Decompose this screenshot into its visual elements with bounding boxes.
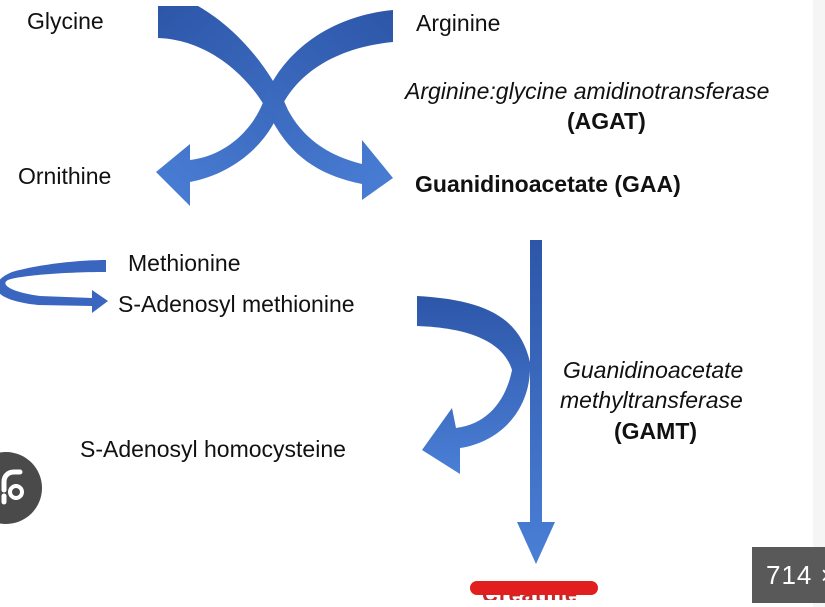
- lens-search-icon: [1, 469, 24, 505]
- redaction-bar: [470, 581, 598, 595]
- label-ornithine: Ornithine: [18, 163, 112, 189]
- label-methionine: Methionine: [128, 250, 241, 276]
- image-size-badge[interactable]: 714 ×: [752, 547, 825, 603]
- label-agat-abbr: (AGAT): [567, 108, 646, 134]
- image-size-text: 714 ×: [766, 560, 825, 590]
- label-agat-name: Arginine:glycine amidinotransferase: [405, 78, 770, 104]
- label-gamt-name-line1: Guanidinoacetate: [563, 357, 744, 383]
- redaction-scribble: Creatine: [470, 578, 598, 600]
- arrow-gaa-to-creatine: [517, 240, 555, 564]
- label-gaa: Guanidinoacetate (GAA): [415, 171, 681, 197]
- label-s-adenosyl-homocysteine: S-Adenosyl homocysteine: [80, 436, 346, 462]
- label-s-adenosyl-methionine: S-Adenosyl methionine: [118, 291, 355, 317]
- arrow-methionine-loop-body: [0, 260, 108, 313]
- label-gamt-abbr: (GAMT): [614, 418, 698, 444]
- label-glycine: Glycine: [27, 8, 104, 34]
- label-arginine: Arginine: [416, 10, 501, 36]
- arrow-sam-to-sah: [417, 296, 531, 474]
- arrow-arginine-to-ornithine: [156, 10, 393, 206]
- right-edge-strip: [813, 0, 825, 607]
- label-gamt-name-line2: methyltransferase: [560, 387, 743, 413]
